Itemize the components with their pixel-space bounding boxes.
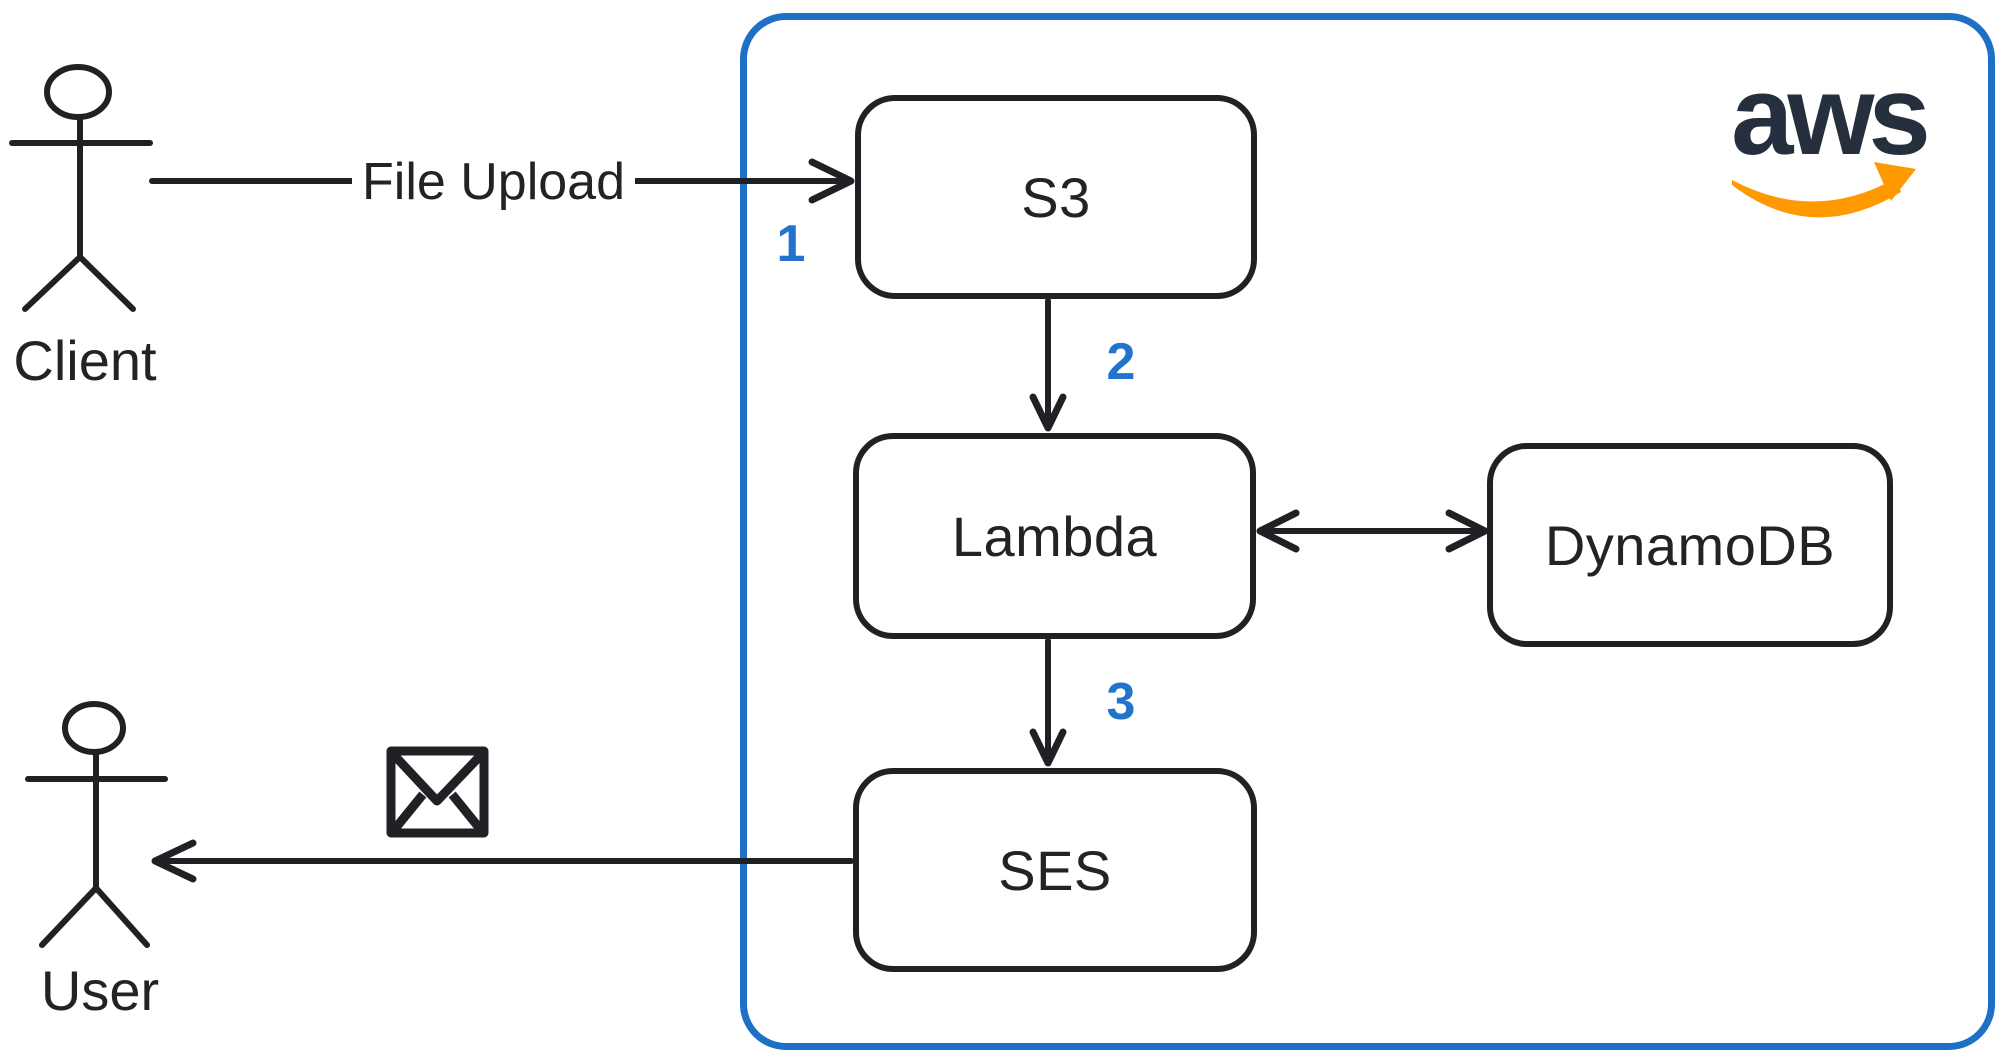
node-lambda-label: Lambda [951, 504, 1158, 568]
edge-label-file-upload: File Upload [352, 152, 636, 212]
aws-smile-icon [1732, 162, 1916, 218]
user-label: User [40, 959, 160, 1022]
step-number-2: 2 [1106, 333, 1136, 391]
aws-logo-text: aws [1731, 53, 1931, 178]
step-number-3: 3 [1106, 673, 1136, 731]
node-lambda: Lambda [853, 433, 1256, 639]
aws-cloud-boundary [740, 13, 1995, 1050]
client-stick-figure-icon [9, 64, 153, 312]
edge-lambda-dynamodb [1256, 509, 1489, 553]
node-s3-label: S3 [1021, 165, 1091, 229]
edge-ses-to-user [151, 839, 854, 883]
edge-lambda-to-ses [1029, 638, 1067, 767]
node-s3: S3 [855, 95, 1257, 299]
step-number-1: 1 [776, 215, 806, 273]
envelope-icon [386, 746, 489, 838]
node-dynamodb-label: DynamoDB [1544, 513, 1836, 577]
edge-s3-to-lambda [1029, 298, 1067, 432]
node-dynamodb: DynamoDB [1487, 443, 1893, 647]
node-ses: SES [853, 768, 1257, 972]
node-ses-label: SES [998, 838, 1112, 902]
user-stick-figure-icon [25, 701, 168, 948]
client-label: Client [13, 329, 157, 392]
